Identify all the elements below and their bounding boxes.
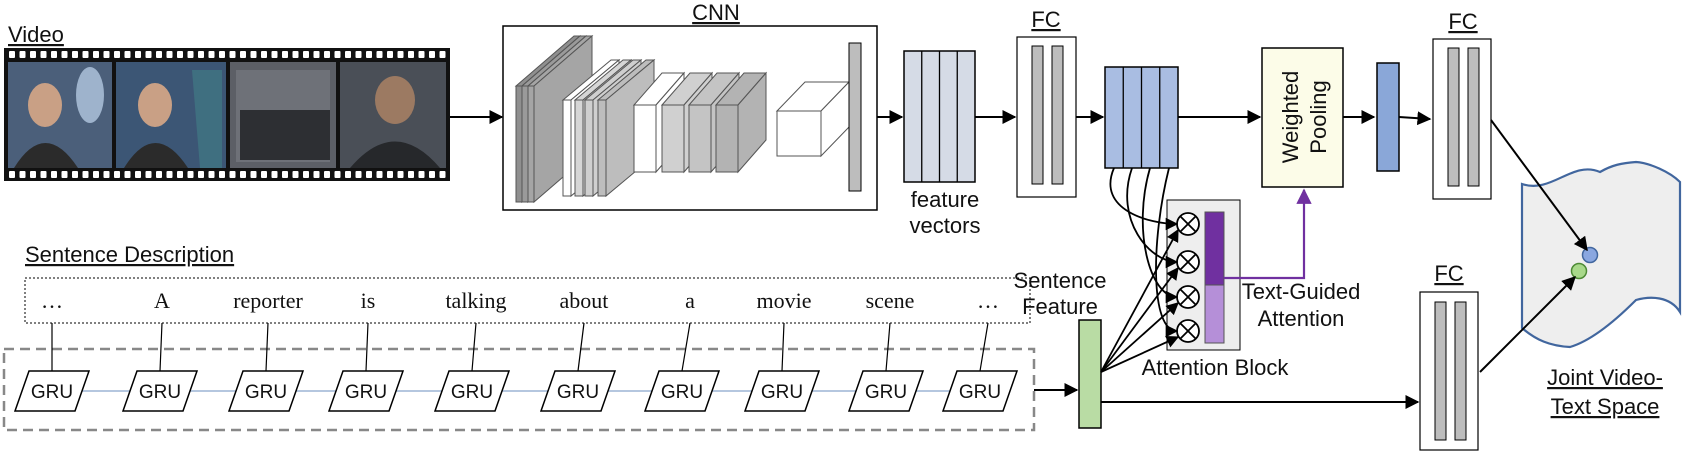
multiply-icons	[1176, 212, 1200, 343]
pooled-video-vector	[1376, 62, 1400, 172]
weighted-pooling-label-2: Pooling	[1306, 80, 1331, 153]
gru-cell	[539, 370, 617, 412]
gru-cell	[847, 370, 925, 412]
attention-weight-light	[1204, 284, 1225, 344]
gru-cell	[643, 370, 721, 412]
gru-cell-label: GRU	[139, 382, 181, 403]
joint-space-label-1: Joint Video-	[1547, 365, 1663, 390]
arrow-fc3-to-joint	[1479, 276, 1576, 373]
video-embedding-dot	[1581, 246, 1599, 264]
gru-cell-label: GRU	[959, 382, 1001, 403]
arrow-pooled-to-fc2	[1398, 111, 1432, 126]
sentence-word: …	[977, 288, 999, 313]
cnn-layers	[514, 34, 851, 204]
attention-connections	[1100, 167, 1180, 373]
gru-cell-label: GRU	[865, 382, 907, 403]
cnn-output-bar	[848, 42, 862, 192]
sentence-description-label: Sentence Description	[25, 242, 234, 267]
gru-cell-label: GRU	[31, 382, 73, 403]
gru-cell	[13, 370, 91, 412]
sentence-word: a	[685, 288, 695, 313]
video-film-strip	[4, 48, 450, 181]
fc3-block	[1419, 291, 1479, 451]
sentence-feature-label-2: Feature	[1022, 294, 1098, 319]
gru-cell-label: GRU	[345, 382, 387, 403]
joint-space-shape	[1520, 160, 1682, 349]
gru-cell	[121, 370, 199, 412]
video-label: Video	[8, 22, 64, 47]
arrow-attention-to-pooling-purple	[1224, 188, 1312, 280]
sentence-word: is	[361, 288, 376, 313]
sentence-word: movie	[757, 288, 812, 313]
arrow-fc2-to-joint	[1490, 119, 1588, 252]
sentence-word: …	[41, 288, 63, 313]
sentence-box	[24, 277, 1031, 324]
sentence-word: A	[154, 288, 170, 313]
joint-space-label-2: Text Space	[1551, 394, 1660, 419]
feature-vectors-label-2: vectors	[910, 213, 981, 238]
gru-chain: GRU GRU GRU GRU GRU GRU GRU GRU GRU GRU	[13, 322, 1019, 412]
text-embedding-dot	[1570, 262, 1588, 280]
gru-cell	[327, 370, 405, 412]
attention-weight-dark	[1204, 211, 1225, 286]
fc1-label: FC	[1031, 7, 1060, 32]
fc1-block	[1016, 36, 1077, 198]
weighted-pooling-box	[1261, 47, 1344, 188]
gru-cell	[433, 370, 511, 412]
attention-block-label: Attention Block	[1142, 355, 1290, 380]
feature-vectors-label-1: feature	[911, 187, 980, 212]
sentence-word: about	[560, 288, 609, 313]
fc2-block	[1432, 38, 1492, 200]
sentence-word: talking	[445, 288, 506, 313]
text-guided-label-1: Text-Guided	[1242, 279, 1361, 304]
cnn-label: CNN	[692, 0, 740, 25]
gru-cell	[227, 370, 305, 412]
feature-vectors-block	[903, 50, 976, 183]
fc3-label: FC	[1434, 261, 1463, 286]
weighted-pooling-label-1: Weighted	[1278, 71, 1303, 164]
sentence-feature-label-1: Sentence	[1014, 268, 1107, 293]
sentence-feature-vector	[1078, 319, 1102, 429]
gru-cell-label: GRU	[761, 382, 803, 403]
text-guided-label-2: Attention	[1258, 306, 1345, 331]
gru-cell-label: GRU	[245, 382, 287, 403]
attention-features-block	[1104, 66, 1179, 169]
gru-chain-box	[2, 347, 1036, 432]
fc2-label: FC	[1448, 9, 1477, 34]
gru-cell-label: GRU	[661, 382, 703, 403]
gru-cell	[941, 370, 1019, 412]
gru-cell	[743, 370, 821, 412]
sentence-word: scene	[866, 288, 915, 313]
gru-cell-label: GRU	[451, 382, 493, 403]
sentence-word: reporter	[233, 288, 303, 313]
gru-cell-label: GRU	[557, 382, 599, 403]
